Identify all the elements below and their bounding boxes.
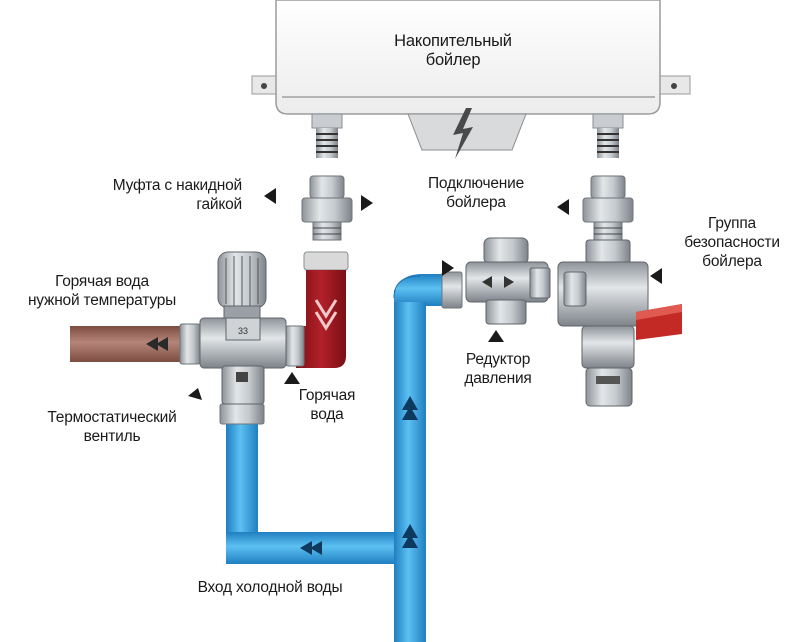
label-pressure-reducer: Редуктор давления — [464, 351, 532, 387]
label-boiler-connection: Подключение бойлера — [427, 175, 525, 211]
boiler-inlet-cold — [592, 113, 624, 158]
label-hot-water: Горячая вода — [298, 387, 356, 423]
triangle-pointer-icon — [188, 188, 662, 400]
hot-water-pipe — [285, 251, 349, 368]
label-cold-water-inlet: Вход холодной воды — [197, 579, 343, 596]
label-coupling: Муфта с накидной гайкой — [112, 177, 242, 213]
safety-group — [557, 239, 682, 407]
label-hot-water-temperature: Горячая вода нужной температуры — [27, 273, 177, 309]
pressure-reducer — [465, 237, 551, 325]
label-thermostatic-valve: Термостатический вентиль — [47, 409, 177, 445]
label-safety-group: Группа безопасности бойлера — [684, 215, 780, 270]
thermostatic-valve: 33 — [199, 251, 287, 405]
union-coupling-hot — [301, 175, 353, 241]
lightning-icon — [453, 108, 473, 159]
cold-water-pipe — [219, 271, 463, 642]
boiler-outlet-hot — [311, 113, 343, 158]
boiler — [251, 0, 691, 159]
label-boiler: Накопительный бойлер — [394, 32, 512, 69]
flow-chevron-icon — [300, 396, 418, 555]
mixed-water-pipe — [70, 323, 201, 365]
union-coupling-cold — [582, 175, 634, 241]
svg-text:33: 33 — [238, 326, 248, 336]
